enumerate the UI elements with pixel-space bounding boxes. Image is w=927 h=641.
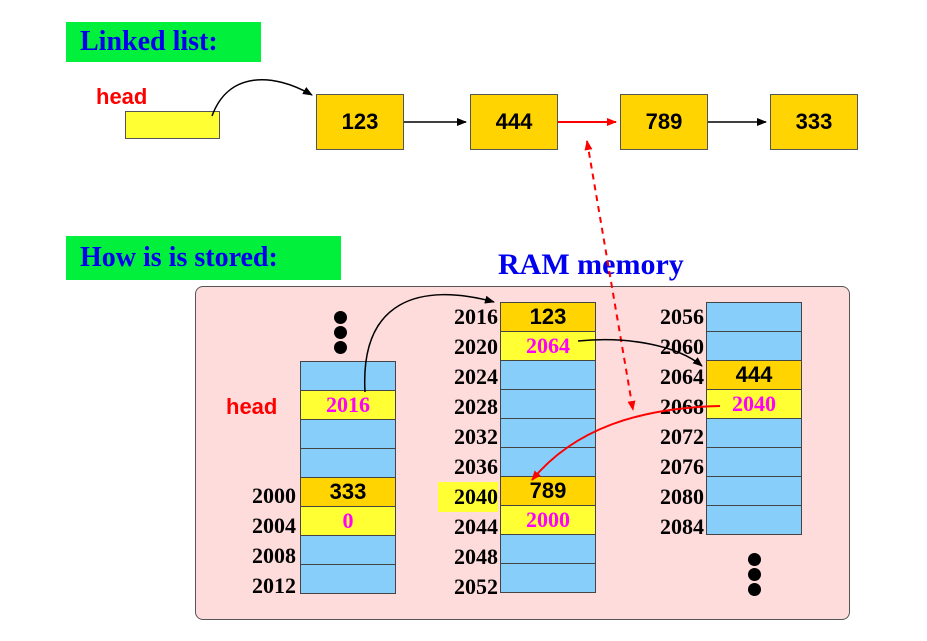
- ellipsis-dot: [748, 583, 761, 596]
- address: 2036: [454, 454, 498, 479]
- memory-cell-next: 2064: [500, 331, 596, 361]
- how-stored-title: How is is stored:: [66, 236, 341, 280]
- ellipsis-dot: [334, 341, 347, 354]
- address: 2056: [660, 304, 704, 329]
- address: 2028: [454, 394, 498, 419]
- memory-cell: [500, 563, 596, 593]
- memory-cell: [706, 418, 802, 448]
- address: 2064: [660, 364, 704, 389]
- memory-cell-value: 444: [706, 360, 802, 390]
- correspondence-dashed-arrow: [584, 140, 636, 411]
- list-node-2: 444: [470, 94, 558, 150]
- address: 2072: [660, 424, 704, 449]
- address: 2060: [660, 334, 704, 359]
- memory-2040-to-789-arrow: [531, 405, 721, 481]
- memory-cell: [300, 564, 396, 594]
- memory-cell: [500, 534, 596, 564]
- memory-cell-next: 2000: [500, 505, 596, 535]
- address: 2016: [454, 304, 498, 329]
- ellipsis-dot: [748, 568, 761, 581]
- head-label-list: head: [96, 84, 148, 109]
- address: 2004: [252, 513, 296, 538]
- memory-column-3: 444 2040: [706, 302, 802, 535]
- memory-head-to-2016-arrow: [364, 293, 495, 393]
- address-highlighted: 2040: [438, 482, 498, 512]
- address: 2012: [252, 573, 296, 598]
- address-column-2: 2016 2020 2024 2028 2032 2036 2040 2044 …: [438, 302, 498, 602]
- address: 2084: [660, 514, 704, 539]
- address: 2052: [454, 574, 498, 599]
- address: 2048: [454, 544, 498, 569]
- ellipsis-dot: [334, 326, 347, 339]
- address: 2076: [660, 454, 704, 479]
- memory-cell: [300, 419, 396, 449]
- memory-cell-next: 0: [300, 506, 396, 536]
- memory-2064-to-444-arrow: [577, 338, 703, 367]
- memory-cell: [300, 361, 396, 391]
- head-label-memory: head: [226, 394, 278, 419]
- address: 2032: [454, 424, 498, 449]
- ellipsis-dot: [334, 311, 347, 324]
- list-node-1: 123: [316, 94, 404, 150]
- memory-cell-next: 2040: [706, 389, 802, 419]
- memory-column-1: 2016 333 0: [300, 361, 396, 594]
- address: 2008: [252, 543, 296, 568]
- memory-cell: [706, 505, 802, 535]
- memory-cell: [500, 418, 596, 448]
- memory-column-2: 123 2064 789 2000: [500, 302, 596, 593]
- list-node-4: 333: [770, 94, 858, 150]
- head-pointer-box: [125, 111, 220, 139]
- memory-cell: [706, 302, 802, 332]
- address: 2024: [454, 364, 498, 389]
- address-column-1: 2000 2004 2008 2012: [236, 361, 296, 601]
- memory-cell-value: 123: [500, 302, 596, 332]
- linked-list-title: Linked list:: [66, 22, 261, 62]
- ellipsis-dot: [748, 553, 761, 566]
- address: 2000: [252, 483, 296, 508]
- address: 2044: [454, 514, 498, 539]
- head-to-first-node-arrow: [211, 78, 313, 117]
- memory-cell-value: 333: [300, 477, 396, 507]
- address: 2080: [660, 484, 704, 509]
- address: 2020: [454, 334, 498, 359]
- memory-cell: [300, 448, 396, 478]
